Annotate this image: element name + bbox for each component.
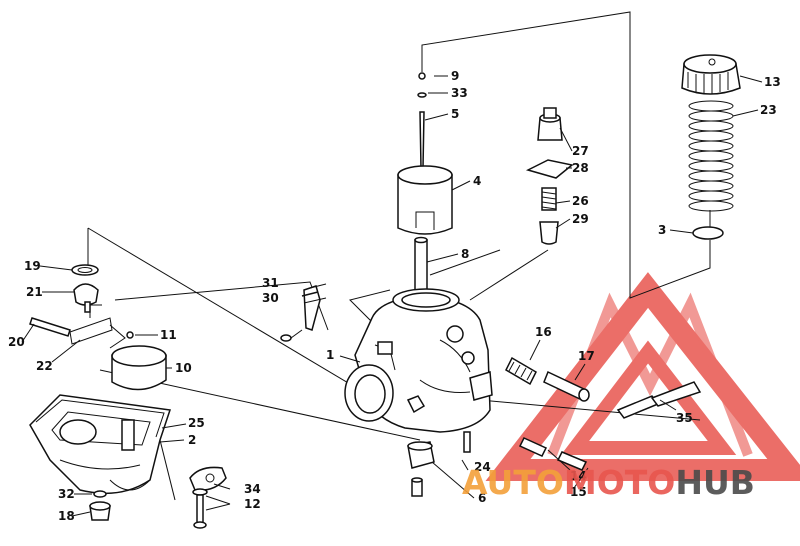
part-29-plunger <box>539 221 559 245</box>
callout-11: 11 <box>160 328 177 342</box>
part-28-plate <box>525 159 574 179</box>
callout-12: 12 <box>244 497 261 511</box>
callout-5: 5 <box>451 107 459 121</box>
part-20-float-pin <box>29 317 71 337</box>
callout-34: 34 <box>244 482 261 496</box>
watermark-text-hub: HUB <box>675 463 755 502</box>
part-19-seal <box>71 264 99 276</box>
part-1-carburetor-body <box>344 288 493 433</box>
callout-28: 28 <box>572 161 589 175</box>
callout-18: 18 <box>58 509 75 523</box>
part-14-pilot-screw <box>518 437 588 471</box>
part-26-spring <box>541 187 557 211</box>
callout-6: 6 <box>478 491 486 505</box>
callout-16: 16 <box>535 325 552 339</box>
callout-4: 4 <box>473 174 481 188</box>
part-6-main-jet <box>407 441 435 497</box>
callout-35: 35 <box>676 411 693 425</box>
part-16-spring <box>505 356 537 386</box>
callout-8: 8 <box>461 247 469 261</box>
watermark-triangle-inner <box>560 340 737 455</box>
part-18-drain-screw <box>89 501 111 521</box>
part-13-cap <box>681 54 741 95</box>
callout-2: 2 <box>188 433 196 447</box>
assembly-guide-lines <box>87 11 711 501</box>
svg-text:AUTOMOTOHUB: AUTOMOTOHUB <box>462 463 755 502</box>
callout-26: 26 <box>572 194 589 208</box>
part-3-washer <box>692 226 724 240</box>
callout-17: 17 <box>578 349 595 363</box>
watermark-text: AUTOMOTOHUB <box>462 463 755 502</box>
callout-13: 13 <box>764 75 781 89</box>
callout-19: 19 <box>24 259 41 273</box>
part-35-choke-lever <box>616 381 702 419</box>
part-12-screws <box>192 488 208 529</box>
callout-29: 29 <box>572 212 589 226</box>
part-11-ring <box>126 331 134 339</box>
callout-21: 21 <box>26 285 43 299</box>
callout-15: 15 <box>570 485 587 499</box>
part-17-plunger <box>543 370 590 402</box>
part-9-clip <box>418 72 426 80</box>
callout-27: 27 <box>572 144 589 158</box>
callout-31: 31 <box>262 276 279 290</box>
callout-33: 33 <box>451 86 468 100</box>
part-33-washer <box>417 92 427 98</box>
part-2-float-bowl <box>29 394 171 495</box>
part-22-float-arm <box>69 304 126 349</box>
part-27-fitting <box>537 107 563 141</box>
carburetor-body-assembly <box>280 72 588 497</box>
callout-1: 1 <box>326 348 334 362</box>
part-34-bracket <box>189 466 227 491</box>
part-30-screw <box>280 329 303 342</box>
part-32-washer <box>93 490 107 498</box>
callout-32: 32 <box>58 487 75 501</box>
part-5-jet-needle <box>419 111 425 169</box>
callout-9: 9 <box>451 69 459 83</box>
part-24-screw <box>463 431 471 453</box>
watermark-text-auto: AUTO <box>462 463 564 502</box>
callout-23: 23 <box>760 103 777 117</box>
part-21-float-valve <box>73 283 99 313</box>
part-10-float <box>111 345 167 391</box>
callout-25: 25 <box>188 416 205 430</box>
part-4-throttle-slide <box>397 165 453 235</box>
callout-20: 20 <box>8 335 25 349</box>
callout-3: 3 <box>658 223 666 237</box>
watermark-m-stroke <box>547 292 753 457</box>
leader-lines <box>21 75 763 517</box>
part-31-cable-bracket <box>301 285 321 331</box>
callout-30: 30 <box>262 291 279 305</box>
watermark-logo <box>485 272 800 481</box>
top-cover-assembly <box>505 54 741 419</box>
callout-labels: 9 33 5 4 8 31 30 1 24 6 27 28 26 29 13 2… <box>8 69 781 523</box>
callout-22: 22 <box>36 359 53 373</box>
float-bowl-assembly <box>29 264 227 529</box>
watermark-text-moto: MOTO <box>564 463 675 502</box>
part-8-tube <box>414 236 428 303</box>
callout-10: 10 <box>175 361 192 375</box>
callout-24: 24 <box>474 460 491 474</box>
callout-14: 14 <box>570 469 587 483</box>
part-23-spring <box>688 100 734 212</box>
